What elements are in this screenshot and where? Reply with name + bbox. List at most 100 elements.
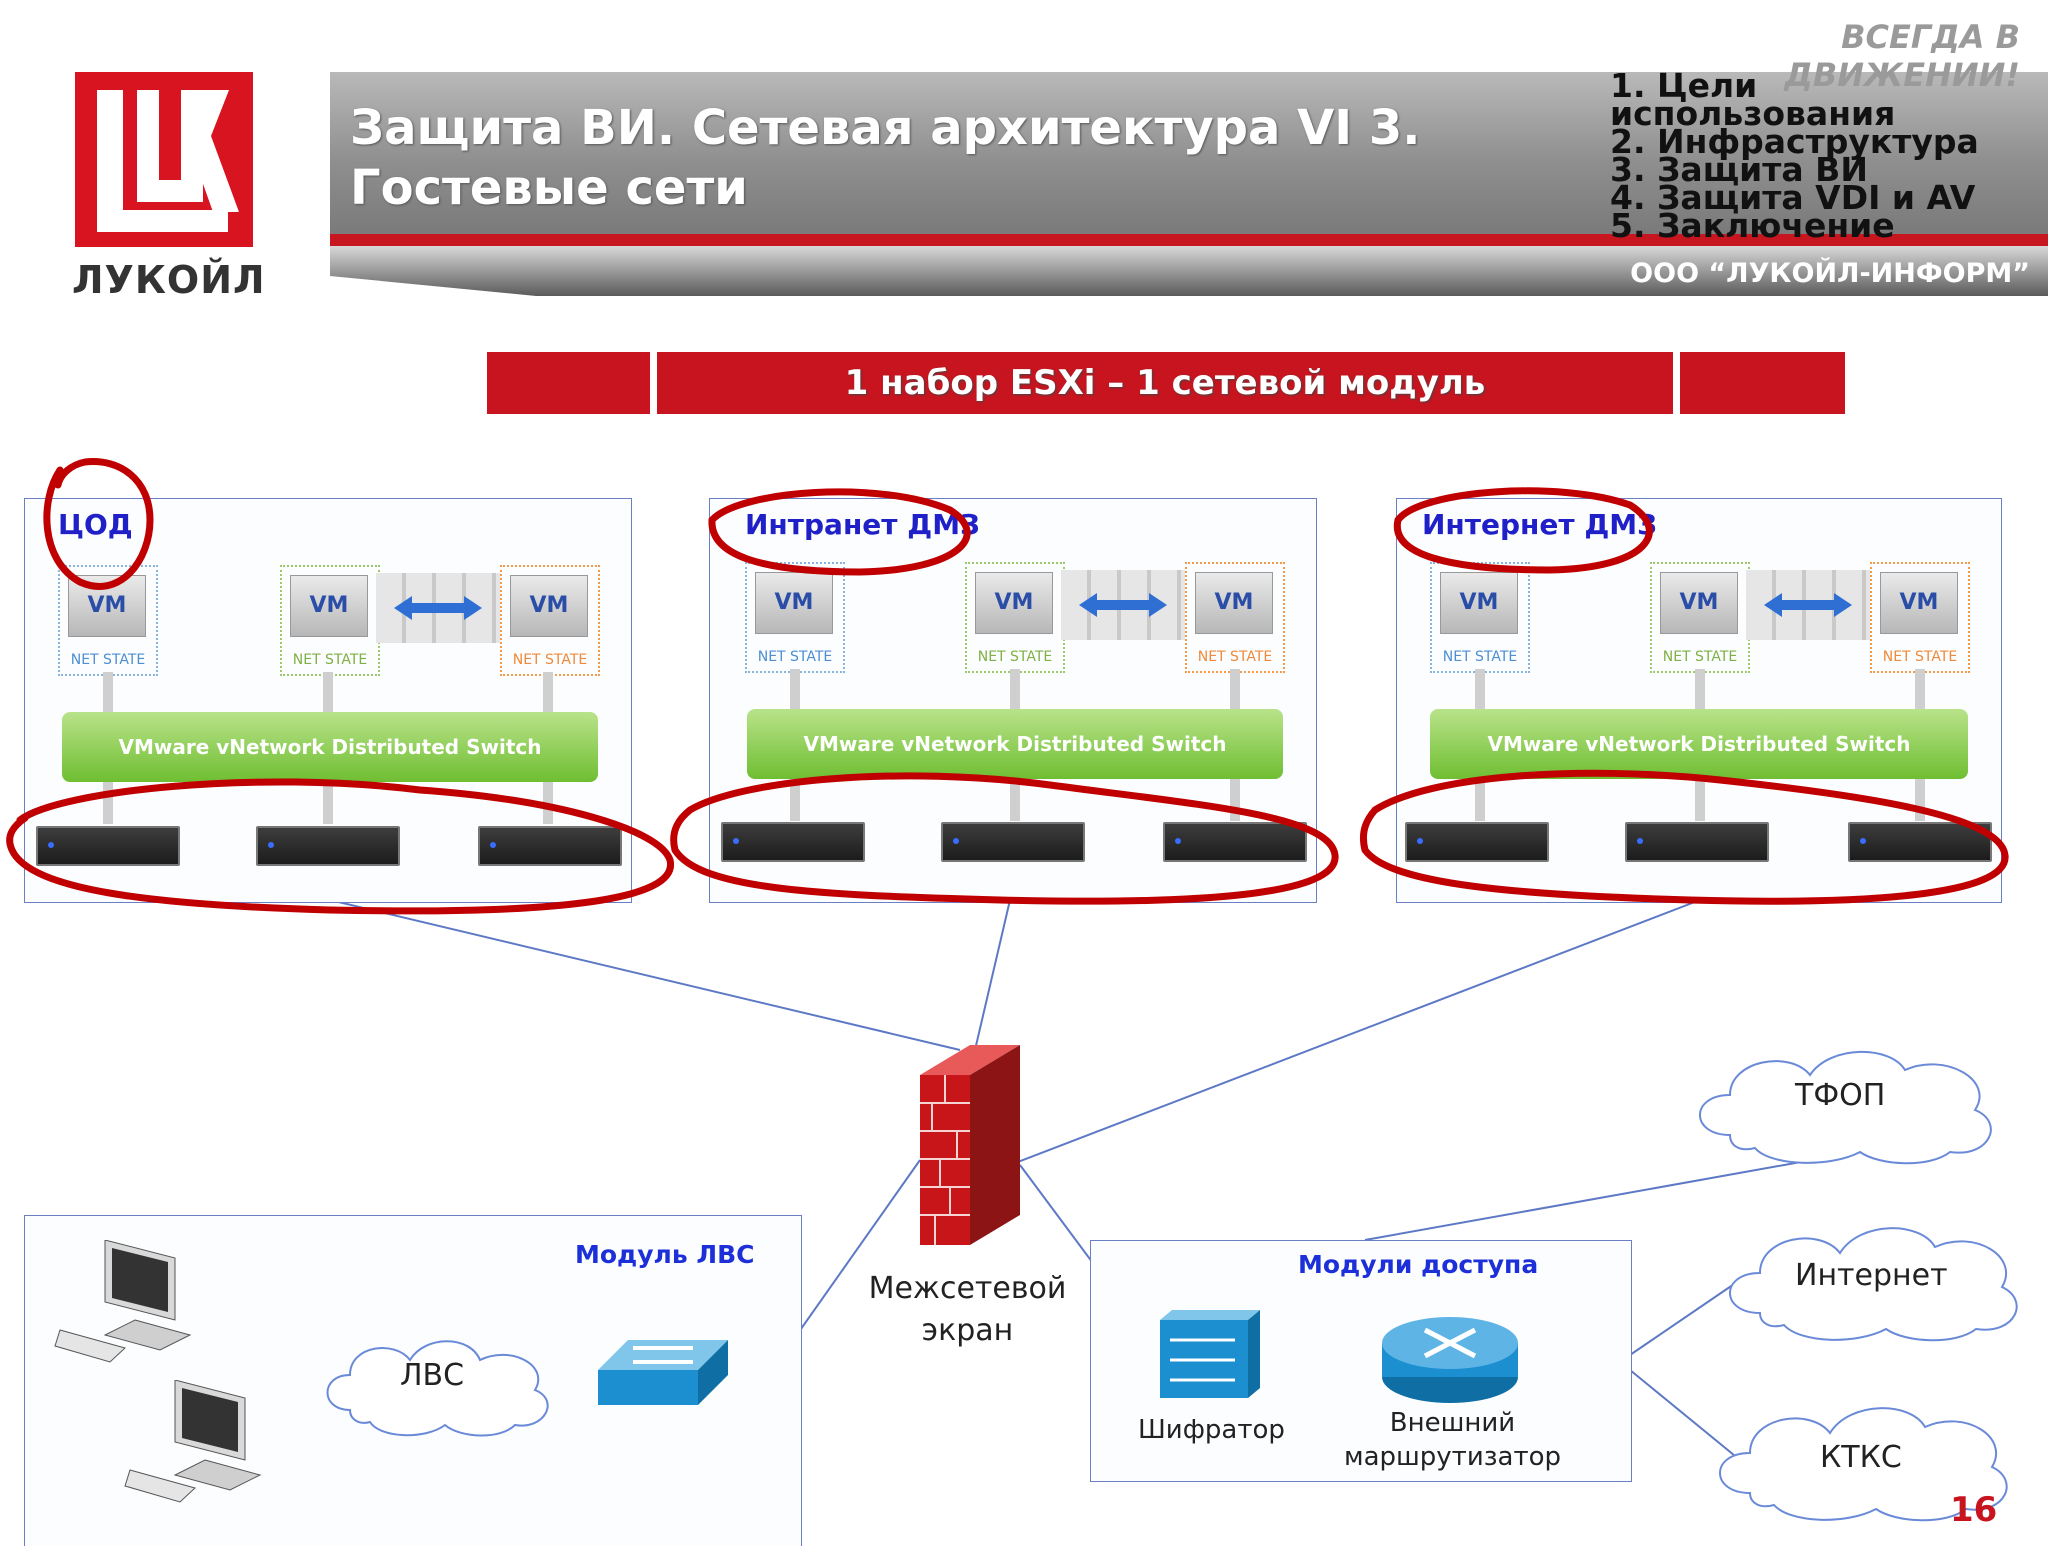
link-line xyxy=(1695,669,1705,709)
agenda-menu: 1. Цели использования 2. Инфраструктура … xyxy=(1610,66,2040,245)
link-line xyxy=(790,779,800,821)
banner-left-block xyxy=(487,352,650,414)
vm-box[interactable]: VM NET STATE xyxy=(1870,562,1970,673)
esxi-server-icon[interactable] xyxy=(1405,822,1549,862)
link-line xyxy=(1230,669,1240,709)
pstn-cloud-label: ТФОП xyxy=(1795,1078,1886,1113)
net-state-label: NET STATE xyxy=(512,652,588,668)
distributed-switch[interactable]: VMware vNetwork Distributed Switch xyxy=(62,712,598,782)
page-title: Защита ВИ. Сетевая архитектура VI 3. Гос… xyxy=(350,98,1500,218)
esxi-server-icon[interactable] xyxy=(1163,822,1307,862)
slogan: ВСЕГДА В ДВИЖЕНИИ! xyxy=(1784,18,2020,94)
agenda-item[interactable]: 5. Заключение xyxy=(1610,206,1895,245)
encryptor-label: Шифратор xyxy=(1138,1415,1285,1445)
internet-cloud-label: Интернет xyxy=(1795,1258,1948,1293)
net-state-label: NET STATE xyxy=(1882,649,1958,665)
title-line-1: Защита ВИ. Сетевая архитектура VI 3. xyxy=(350,100,1421,156)
page-number: 16 xyxy=(1950,1490,1998,1530)
esxi-server-icon[interactable] xyxy=(1848,822,1992,862)
vm-icon: VM xyxy=(1880,572,1958,634)
panel-title-tsod: ЦОД xyxy=(58,508,133,541)
link-line xyxy=(1010,779,1020,821)
link-line xyxy=(543,672,553,712)
net-state-label: NET STATE xyxy=(292,652,368,668)
vm-icon: VM xyxy=(755,572,833,634)
header-bottom-swoosh xyxy=(330,246,2048,296)
agenda-item[interactable]: 1. Цели использования xyxy=(1610,66,1896,133)
firewall-label-line: экран xyxy=(921,1313,1014,1348)
esxi-server-icon[interactable] xyxy=(941,822,1085,862)
net-state-label: NET STATE xyxy=(70,652,146,668)
encryptor-icon[interactable] xyxy=(1160,1310,1260,1404)
vm-box[interactable]: VM NET STATE xyxy=(745,562,845,673)
link-line xyxy=(1915,779,1925,821)
annotation-ellipse xyxy=(6,778,675,915)
link-line xyxy=(103,782,113,824)
esxi-server-icon[interactable] xyxy=(478,826,622,866)
esxi-server-icon[interactable] xyxy=(256,826,400,866)
link-line xyxy=(1695,779,1705,821)
panel-title-internet-dmz: Интернет ДМЗ xyxy=(1422,508,1658,541)
annotation-ellipse xyxy=(708,488,971,576)
ktks-cloud-icon[interactable] xyxy=(1710,1395,2020,1534)
vm-box[interactable]: VM NET STATE xyxy=(1185,562,1285,673)
annotation-ellipse xyxy=(1393,487,1653,574)
link-line xyxy=(103,672,113,712)
distributed-switch[interactable]: VMware vNetwork Distributed Switch xyxy=(747,709,1283,779)
vm-icon: VM xyxy=(290,575,368,637)
link-line xyxy=(790,669,800,709)
header-band xyxy=(330,72,2048,234)
link-line xyxy=(1475,669,1485,709)
lan-module-label: Модуль ЛВС xyxy=(575,1240,755,1269)
banner-text: 1 набор ESXi – 1 сетевой модуль xyxy=(844,363,1486,403)
vmotion-arrow-icon xyxy=(1762,591,1854,623)
esxi-server-icon[interactable] xyxy=(1625,822,1769,862)
agenda-item[interactable]: 3. Защита ВИ xyxy=(1610,150,1868,189)
lan-cloud-icon[interactable] xyxy=(320,1330,560,1444)
annotation-ellipse xyxy=(670,772,1339,905)
router-label-line: маршрутизатор xyxy=(1343,1442,1562,1472)
router-label-line: Внешний xyxy=(1389,1408,1516,1438)
header-red-line xyxy=(330,234,2048,246)
annotation-circle xyxy=(43,458,154,590)
vm-icon: VM xyxy=(1660,572,1738,634)
pstn-cloud-icon[interactable] xyxy=(1690,1040,2010,1174)
banner-right-block xyxy=(1680,352,1845,414)
vm-icon: VM xyxy=(1195,572,1273,634)
lan-cloud-label: ЛВС xyxy=(400,1358,465,1393)
vmotion-arrow-icon xyxy=(1077,591,1169,623)
workstation-icon[interactable] xyxy=(50,1239,200,1379)
router-icon[interactable] xyxy=(1380,1315,1520,1409)
lukoil-logo xyxy=(75,72,253,247)
link-line xyxy=(1230,779,1240,821)
access-module-label: Модули доступа xyxy=(1298,1250,1539,1279)
firewall-label-line: Межсетевой xyxy=(868,1271,1067,1306)
esxi-server-icon[interactable] xyxy=(36,826,180,866)
esxi-server-icon[interactable] xyxy=(721,822,865,862)
logo-word: ЛУКОЙЛ xyxy=(72,258,266,302)
banner-middle-block xyxy=(657,352,1673,414)
workstation-icon[interactable] xyxy=(120,1379,270,1519)
vm-icon: VM xyxy=(975,572,1053,634)
net-state-label: NET STATE xyxy=(757,649,833,665)
net-state-label: NET STATE xyxy=(1197,649,1273,665)
net-state-label: NET STATE xyxy=(977,649,1053,665)
vm-icon: VM xyxy=(510,575,588,637)
distributed-switch[interactable]: VMware vNetwork Distributed Switch xyxy=(1430,709,1968,779)
agenda-item[interactable]: 4. Защита VDI и AV xyxy=(1610,178,1976,217)
vmotion-arrow-icon xyxy=(392,594,484,626)
vm-box[interactable]: VM NET STATE xyxy=(965,562,1065,673)
link-line xyxy=(1010,669,1020,709)
router-label: Внешний маршрутизатор xyxy=(1340,1406,1565,1474)
agenda-item[interactable]: 2. Инфраструктура xyxy=(1610,122,1979,161)
lukoil-logo-mark-icon xyxy=(75,72,253,247)
internet-cloud-icon[interactable] xyxy=(1720,1215,2030,1354)
annotation-ellipse xyxy=(1359,769,2009,905)
firewall-icon[interactable] xyxy=(920,1045,1020,1254)
lan-switch-icon[interactable] xyxy=(598,1340,728,1414)
link-line xyxy=(323,672,333,712)
link-line xyxy=(1475,779,1485,821)
